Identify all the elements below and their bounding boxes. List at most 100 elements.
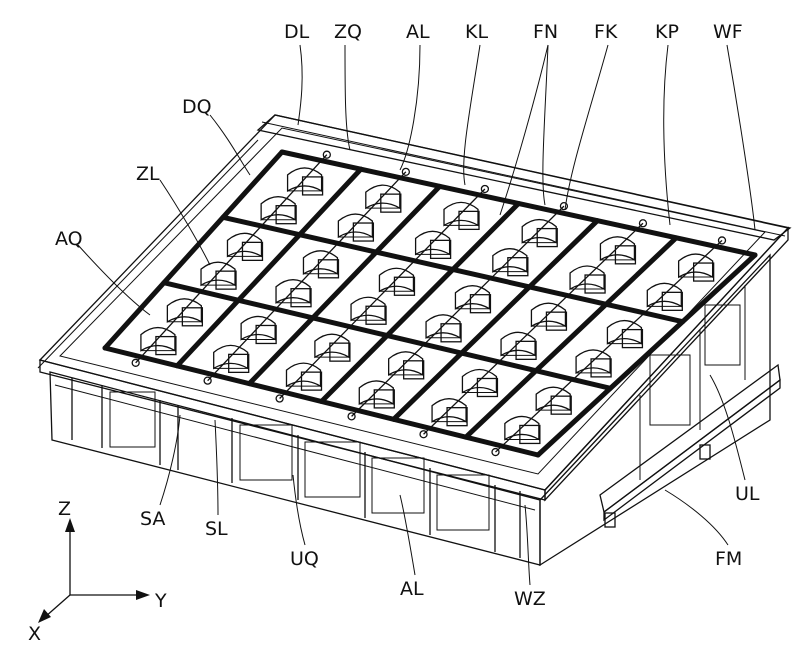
label-DL: DL [284,21,310,43]
right-window-1 [649,354,691,426]
reference-labels: DL ZQ AL KL FN FK KP WF DQ ZL AQ UL FM S… [55,21,760,610]
base-foot-1 [604,512,616,528]
module-block [469,294,492,314]
rod-end [559,201,569,211]
module-block [515,340,537,360]
label-AL-top: AL [406,21,430,43]
module-block [290,288,312,308]
module-block [661,291,683,311]
module-shell [492,248,528,273]
module-shell [286,167,323,193]
label-KL: KL [465,21,488,43]
module-block [440,323,462,343]
rod-end [401,167,411,176]
module-block [476,377,499,398]
rod-end [638,219,648,228]
cross-rail [319,201,521,404]
module-block [519,424,541,445]
label-ZQ: ZQ [334,21,362,43]
module-shell [350,296,386,322]
cross-rail [463,235,679,440]
module-shell [521,218,557,244]
label-UL: UL [735,483,760,505]
y-arrowhead [136,590,150,600]
cross-rail [102,149,285,351]
module-block [446,407,468,427]
module-block [380,193,402,213]
rod-end [491,447,500,457]
tie-rod [207,171,407,382]
z-arrowhead [65,518,75,532]
front-window-1 [109,391,156,448]
module-block [550,395,572,415]
module-block [429,239,452,260]
module-block [545,311,568,331]
label-ZL: ZL [136,163,160,185]
module-block [155,335,177,356]
module-block [507,257,529,277]
module-block [300,371,323,391]
module-shell [260,196,296,221]
module-block [621,328,644,349]
tie-rod [279,188,486,399]
module-block [317,259,340,279]
rail-grid [102,149,758,458]
module-block [215,270,237,290]
right-wall [539,253,771,567]
rod-end [203,376,212,385]
cross-rail [535,252,758,458]
module-block [536,227,558,248]
module-block [301,176,324,196]
rod-end [480,184,490,194]
cross-rail [246,183,443,387]
label-DQ: DQ [182,96,212,118]
module-block [692,262,715,282]
module-shell [275,279,311,304]
tie-rod [135,154,328,364]
tie-rod [423,222,644,435]
module-block [352,222,375,242]
back-rail [256,114,792,241]
module-block [403,360,425,380]
front-window-3 [304,441,361,498]
module-block [393,276,416,296]
module-block [241,241,264,262]
cross-rail [174,166,364,369]
front-window-5 [436,474,490,531]
y-axis-label: Y [154,590,167,612]
label-FN: FN [533,21,558,43]
rod-end [347,412,356,421]
label-AL-bottom: AL [400,578,424,600]
module-block [584,274,606,294]
label-FM: FM [715,548,742,570]
label-AQ: AQ [55,228,83,250]
front-wall-ribs [54,378,536,558]
frame-outline [37,114,792,567]
label-SL: SL [205,518,228,540]
z-axis-label: Z [58,498,71,520]
label-WF: WF [713,21,743,43]
rod-end [131,358,140,367]
module-block [365,305,387,325]
base-foot-2 [699,444,711,460]
module-block [590,358,612,378]
cross-rail [391,218,600,422]
front-window-2 [239,424,293,481]
module-block [329,342,351,362]
leader-lines [77,44,756,586]
module-shell [443,201,479,227]
module-block [255,324,277,345]
x-axis [44,594,71,618]
module-block [181,307,204,327]
label-SA: SA [140,508,165,530]
front-window-4 [371,457,425,514]
label-UQ: UQ [290,548,319,570]
label-FK: FK [594,21,618,43]
label-KP: KP [655,21,679,43]
module-block [275,205,297,225]
x-arrowhead [38,609,51,623]
right-edge [544,226,789,502]
right-window-2 [704,304,741,366]
